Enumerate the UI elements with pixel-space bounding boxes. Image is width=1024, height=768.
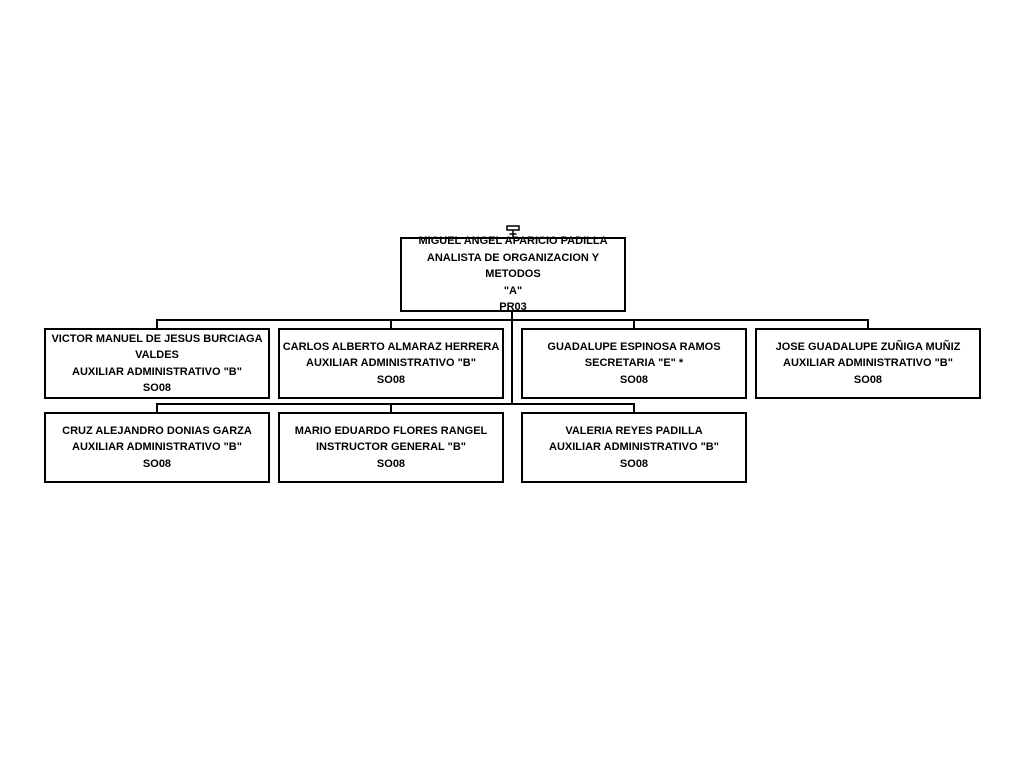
- root-title-grade: "A": [503, 284, 523, 297]
- position-box-row1-4: JOSE GUADALUPE ZUÑIGA MUÑIZ AUXILIAR ADM…: [755, 328, 981, 399]
- row1-drop-3: [633, 319, 635, 330]
- position-code: SO08: [619, 457, 649, 470]
- root-title: ANALISTA DE ORGANIZACION Y METODOS: [426, 251, 600, 281]
- row1-drop-1: [156, 319, 158, 330]
- position-code: SO08: [142, 457, 172, 470]
- person-name: VALERIA REYES PADILLA: [565, 424, 703, 437]
- row2-bus-line: [156, 403, 635, 405]
- position-title: AUXILIAR ADMINISTRATIVO "B": [306, 357, 476, 370]
- position-box-row1-1: VICTOR MANUEL DE JESUS BURCIAGA VALDES A…: [44, 328, 270, 399]
- row1-drop-4: [867, 319, 869, 330]
- position-title: INSTRUCTOR GENERAL "B": [316, 441, 466, 454]
- position-box-row1-3: GUADALUPE ESPINOSA RAMOS SECRETARIA "E" …: [521, 328, 747, 399]
- hierarchy-connector-icon: [506, 225, 520, 237]
- root-name: MIGUEL ANGEL APARICIO PADILLA: [418, 235, 608, 248]
- person-name-cont: VALDES: [135, 349, 179, 361]
- position-code: SO08: [376, 457, 406, 470]
- root-position-box: MIGUEL ANGEL APARICIO PADILLA ANALISTA D…: [400, 235, 626, 313]
- person-name: CARLOS ALBERTO ALMARAZ HERRERA: [282, 340, 500, 353]
- row1-drop-2: [390, 319, 392, 330]
- root-code: PR03: [499, 301, 527, 314]
- position-code: SO08: [619, 373, 649, 386]
- position-box-row2-2: MARIO EDUARDO FLORES RANGEL INSTRUCTOR G…: [278, 412, 504, 483]
- row2-drop-2: [390, 403, 392, 414]
- position-code: SO08: [142, 382, 172, 394]
- row2-drop-1: [156, 403, 158, 414]
- position-title: AUXILIAR ADMINISTRATIVO "B": [783, 357, 953, 370]
- row2-drop-3: [633, 403, 635, 414]
- position-title: AUXILIAR ADMINISTRATIVO "B": [72, 365, 242, 378]
- trunk-line: [511, 311, 513, 404]
- position-box-row2-3: VALERIA REYES PADILLA AUXILIAR ADMINISTR…: [521, 412, 747, 483]
- person-name: VICTOR MANUEL DE JESUS BURCIAGA: [51, 332, 263, 345]
- position-box-row1-2: CARLOS ALBERTO ALMARAZ HERRERA AUXILIAR …: [278, 328, 504, 399]
- position-title: AUXILIAR ADMINISTRATIVO "B": [549, 441, 719, 454]
- position-code: SO08: [853, 373, 883, 386]
- row1-bus-line: [156, 319, 869, 321]
- position-title: AUXILIAR ADMINISTRATIVO "B": [72, 441, 242, 454]
- person-name: JOSE GUADALUPE ZUÑIGA MUÑIZ: [775, 340, 961, 353]
- position-box-row2-1: CRUZ ALEJANDRO DONIAS GARZA AUXILIAR ADM…: [44, 412, 270, 483]
- person-name: MARIO EDUARDO FLORES RANGEL: [294, 424, 488, 437]
- position-code: SO08: [376, 373, 406, 386]
- position-title: SECRETARIA "E" *: [584, 357, 684, 370]
- person-name: CRUZ ALEJANDRO DONIAS GARZA: [62, 424, 252, 437]
- person-name: GUADALUPE ESPINOSA RAMOS: [547, 340, 721, 353]
